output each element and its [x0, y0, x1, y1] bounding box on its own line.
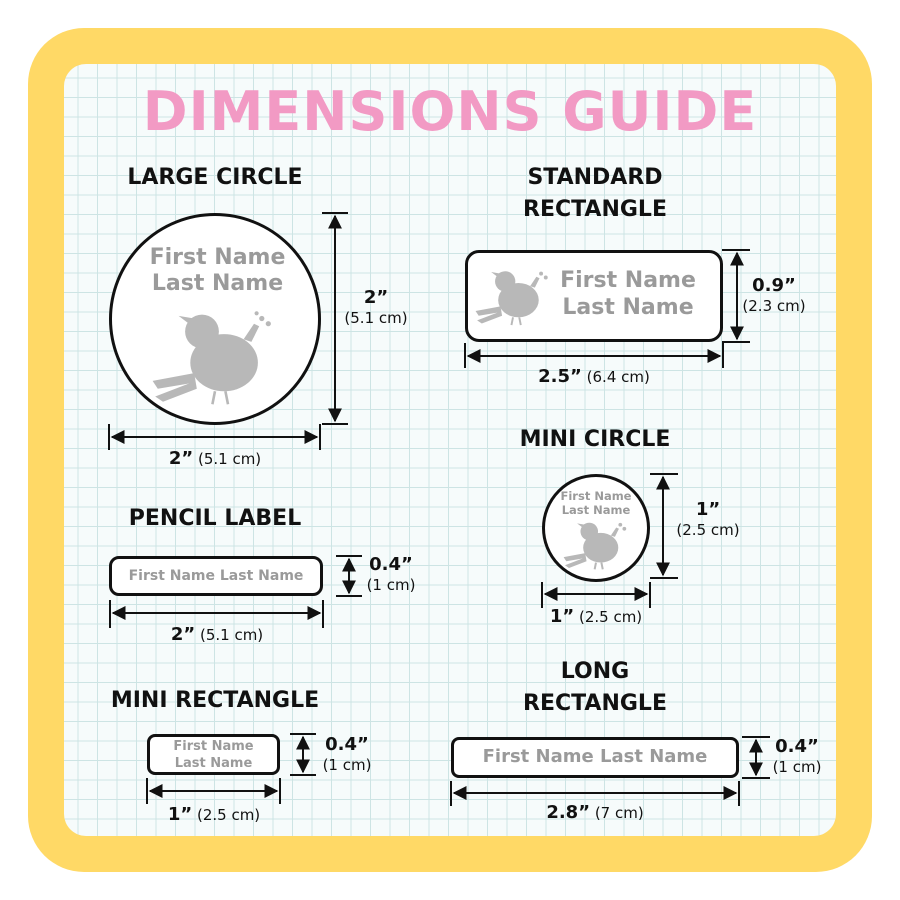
first-name-text: First Name — [149, 245, 286, 270]
mini-circle-width: 1” (2.5 cm) — [549, 606, 643, 627]
long-rectangle-heading: LONG RECTANGLE — [523, 659, 667, 716]
pencil-label-width: 2” (5.1 cm) — [170, 624, 264, 645]
pencil-label-heading: PENCIL LABEL — [128, 506, 302, 531]
mini-rectangle-heading: MINI RECTANGLE — [110, 688, 320, 713]
mini-rectangle-height: 0.4” (1 cm) — [322, 734, 372, 775]
standard-rectangle-width: 2.5” (6.4 cm) — [538, 366, 650, 387]
pencil-label-name: First Name Last Name — [128, 568, 304, 584]
mini-rectangle-shape — [147, 734, 280, 775]
bird-icon — [152, 311, 271, 405]
standard-rectangle-label — [465, 250, 723, 342]
long-rectangle-shape — [451, 737, 739, 778]
large-circle-height: 2” (5.1 cm) — [344, 287, 408, 328]
last-name-text: Last Name — [151, 271, 284, 296]
mini-circle-heading: MINI CIRCLE — [519, 427, 671, 452]
mini-rectangle-width: 1” (2.5 cm) — [167, 804, 261, 825]
standard-rectangle-name: First Name Last Name — [560, 268, 696, 320]
mini-circle-height: 1” (2.5 cm) — [676, 499, 740, 540]
standard-rectangle-heading: STANDARD RECTANGLE — [523, 165, 667, 222]
bird-icon — [475, 271, 548, 326]
bird-icon — [563, 522, 627, 570]
large-circle-width: 2” (5.1 cm) — [168, 448, 262, 469]
long-rectangle-height: 0.4” (1 cm) — [772, 736, 822, 777]
standard-rectangle-height: 0.9” (2.3 cm) — [742, 275, 806, 316]
mini-circle-name: First Name Last Name — [560, 489, 632, 517]
page-title: DIMENSIONS GUIDE — [142, 80, 758, 143]
large-circle-heading: LARGE CIRCLE — [127, 165, 303, 190]
large-circle-name: First Name Last Name — [130, 245, 305, 297]
mini-rectangle-name: First Name Last Name — [173, 739, 254, 771]
long-rectangle-name: First Name Last Name — [482, 746, 708, 767]
grid-sheet — [64, 64, 836, 836]
pencil-label-height: 0.4” (1 cm) — [366, 554, 416, 595]
long-rectangle-width: 2.8” (7 cm) — [546, 802, 644, 823]
pencil-label-shape — [109, 556, 323, 596]
